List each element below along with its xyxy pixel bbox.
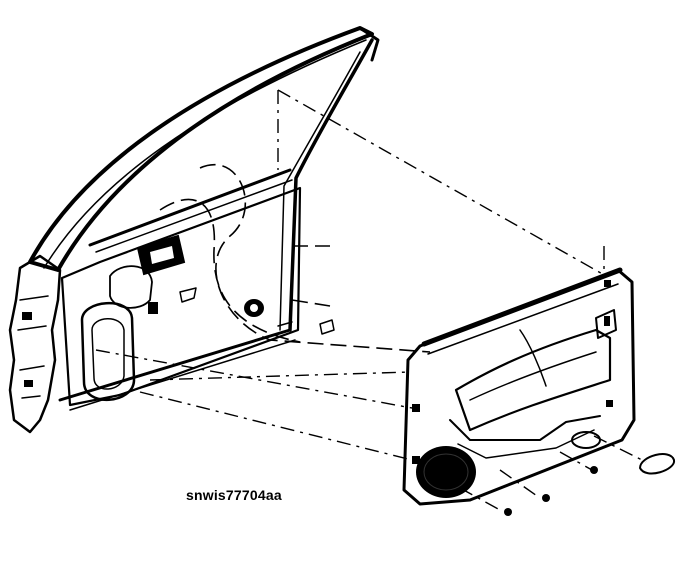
screw-icon <box>542 494 550 502</box>
hinge-pillar <box>8 254 62 434</box>
door-trim-panel <box>402 267 636 506</box>
alignment-leader-lines <box>95 89 647 511</box>
screw-icon <box>590 466 598 474</box>
door-speaker-opening <box>80 302 136 402</box>
wiring-harness-loop <box>159 164 431 353</box>
vehicle-door-frame <box>28 26 380 411</box>
trim-panel-screws <box>504 466 598 516</box>
trim-cover-cap <box>639 453 675 475</box>
inner-door-panel-cavity <box>60 186 335 407</box>
figure-caption-code: snwis77704aa <box>186 487 282 503</box>
screw-icon <box>504 508 512 516</box>
